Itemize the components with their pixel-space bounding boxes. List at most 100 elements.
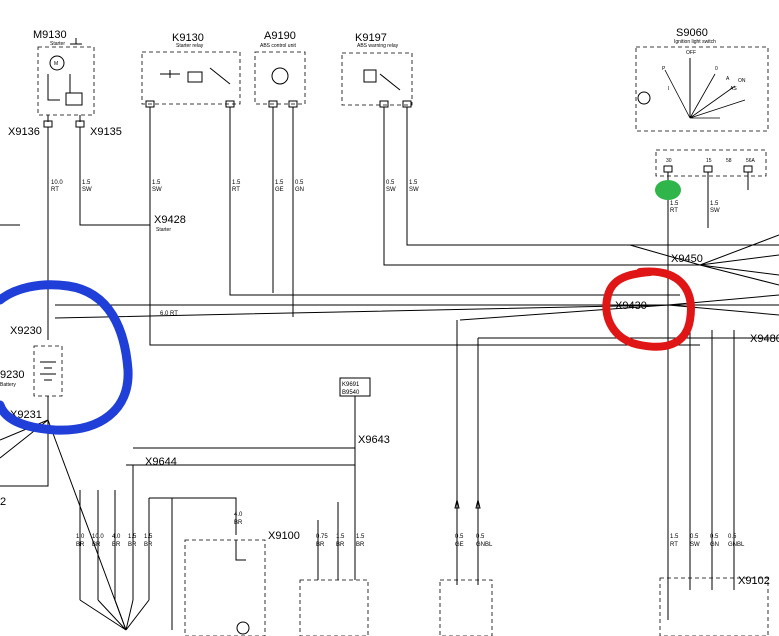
- wire-label: 0.5: [295, 180, 304, 186]
- s9060-label: S9060: [676, 27, 708, 39]
- red-circle-annotation: [602, 267, 695, 351]
- wire-label: 0.5: [690, 534, 699, 540]
- wire-label: BR: [316, 542, 325, 548]
- wire-label: 58: [726, 158, 732, 164]
- wire-label: 1.5: [82, 180, 91, 186]
- x9450-label: X9450: [671, 253, 703, 265]
- wire-label: GNBL: [728, 542, 745, 548]
- wire-label: BR: [76, 542, 85, 548]
- blue-circle-annotation: [0, 280, 133, 435]
- wire-label: SW: [386, 187, 396, 193]
- wire-label: RT: [232, 187, 240, 193]
- a9190-desc: ABS control unit: [260, 43, 296, 49]
- k9130-desc: Starter relay: [176, 43, 204, 49]
- wire-label: 4.0: [112, 534, 121, 540]
- wire-label: 1.5: [144, 534, 153, 540]
- wire-label: AS: [730, 86, 737, 92]
- wire-label: OFF: [686, 50, 696, 56]
- relay-k9197: K9197 ABS warning relay: [341, 32, 413, 108]
- wire-label: 10.0: [51, 180, 63, 186]
- wire-label: 1.5: [152, 180, 161, 186]
- wire-label: GN: [710, 542, 719, 548]
- wire-label: 10.0: [92, 534, 104, 540]
- wire-label: 1.5: [232, 180, 241, 186]
- green-dot-annotation: [655, 180, 681, 200]
- wire-label: 0.75: [316, 534, 328, 540]
- ignition-switch-s9060: S9060 Ignition light switch P OFF I 0 A …: [635, 27, 769, 177]
- k9130-label: K9130: [172, 32, 204, 44]
- k9691-box: K9691 B9540: [339, 377, 371, 445]
- s9060-desc: Ignition light switch: [674, 39, 716, 45]
- wire-label: 0.5: [386, 180, 395, 186]
- m9130-label: M9130: [33, 29, 67, 41]
- wire-label: 1.5: [670, 201, 679, 207]
- wire-label: 0: [715, 66, 718, 72]
- wire-label: 56A: [746, 158, 756, 164]
- wire-label: 1.0: [76, 534, 85, 540]
- a9190-label: A9190: [264, 30, 296, 42]
- abs-unit-a9190: A9190 ABS control unit: [254, 30, 306, 108]
- wires: [0, 107, 779, 636]
- wire-label: GNBL: [476, 542, 493, 548]
- wire-label: GN: [295, 187, 304, 193]
- wire-label: BR: [234, 520, 243, 526]
- wire-label: SW: [710, 208, 720, 214]
- wire-label: 1.5: [356, 534, 365, 540]
- x9136-label: X9136: [8, 126, 40, 138]
- x9643-label: X9643: [358, 434, 390, 446]
- wire-gauge-labels: 10.0RT 1.5SW 1.5SW 1.5RT 1.5GE 0.5GN 0.5…: [51, 180, 745, 548]
- wire-label: 1.5: [128, 534, 137, 540]
- wire-label: GE: [275, 187, 284, 193]
- x9430-label: X9430: [615, 300, 647, 312]
- wire-label: SW: [409, 187, 419, 193]
- wire-label: 1.5: [275, 180, 284, 186]
- wire-label: 1.5: [670, 534, 679, 540]
- wire-label: 15: [706, 158, 712, 164]
- starter-m9130: M9130 Starter M: [33, 29, 95, 128]
- x9135-label: X9135: [90, 126, 122, 138]
- wire-label: 1.5: [409, 180, 418, 186]
- k9197-desc: ABS warning relay: [357, 43, 399, 49]
- wire-label: B9540: [342, 390, 360, 396]
- wire-label: I: [668, 86, 669, 92]
- x9428-label: X9428: [154, 214, 186, 226]
- wire-label: RT: [51, 187, 59, 193]
- wire-label: SW: [152, 187, 162, 193]
- k9197-label: K9197: [355, 32, 387, 44]
- x9480-label: X9480: [750, 333, 779, 345]
- wire-label: ON: [738, 78, 746, 84]
- wire-label: BR: [356, 542, 365, 548]
- left-edge-label: 2: [0, 496, 6, 508]
- wire-label: 6.0 RT: [160, 311, 178, 317]
- battery-id: 9230: [0, 369, 24, 381]
- wire-label: K9691: [342, 382, 360, 388]
- wire-label: BR: [144, 542, 153, 548]
- wire-label: 1.5: [710, 201, 719, 207]
- wire-label: 0.5: [455, 534, 464, 540]
- wire-label: RT: [670, 542, 678, 548]
- x9230-label: X9230: [10, 325, 42, 337]
- wire-label: RT: [670, 208, 678, 214]
- x9644-label: X9644: [145, 456, 177, 468]
- wire-label: SW: [690, 542, 700, 548]
- wire-label: BR: [112, 542, 121, 548]
- wire-label: A: [726, 76, 730, 82]
- battery-desc: Battery: [0, 382, 16, 388]
- svg-text:M: M: [54, 61, 58, 67]
- m9130-desc: Starter: [50, 41, 65, 47]
- x9100-label: X9100: [268, 530, 300, 542]
- wire-label: 0.5: [476, 534, 485, 540]
- wire-label: GE: [455, 542, 464, 548]
- wire-label: BR: [92, 542, 101, 548]
- wire-label: 1.5: [336, 534, 345, 540]
- x9428-sub: Starter: [156, 227, 171, 233]
- x9102-label: X9102: [738, 575, 770, 587]
- wire-label: 0.5: [710, 534, 719, 540]
- wire-label: 4.0: [234, 512, 243, 518]
- wire-label: P: [662, 66, 666, 72]
- wire-label: SW: [82, 187, 92, 193]
- wire-label: 30: [666, 158, 672, 164]
- wire-label: BR: [336, 542, 345, 548]
- relay-k9130: K9130 Starter relay: [141, 32, 241, 108]
